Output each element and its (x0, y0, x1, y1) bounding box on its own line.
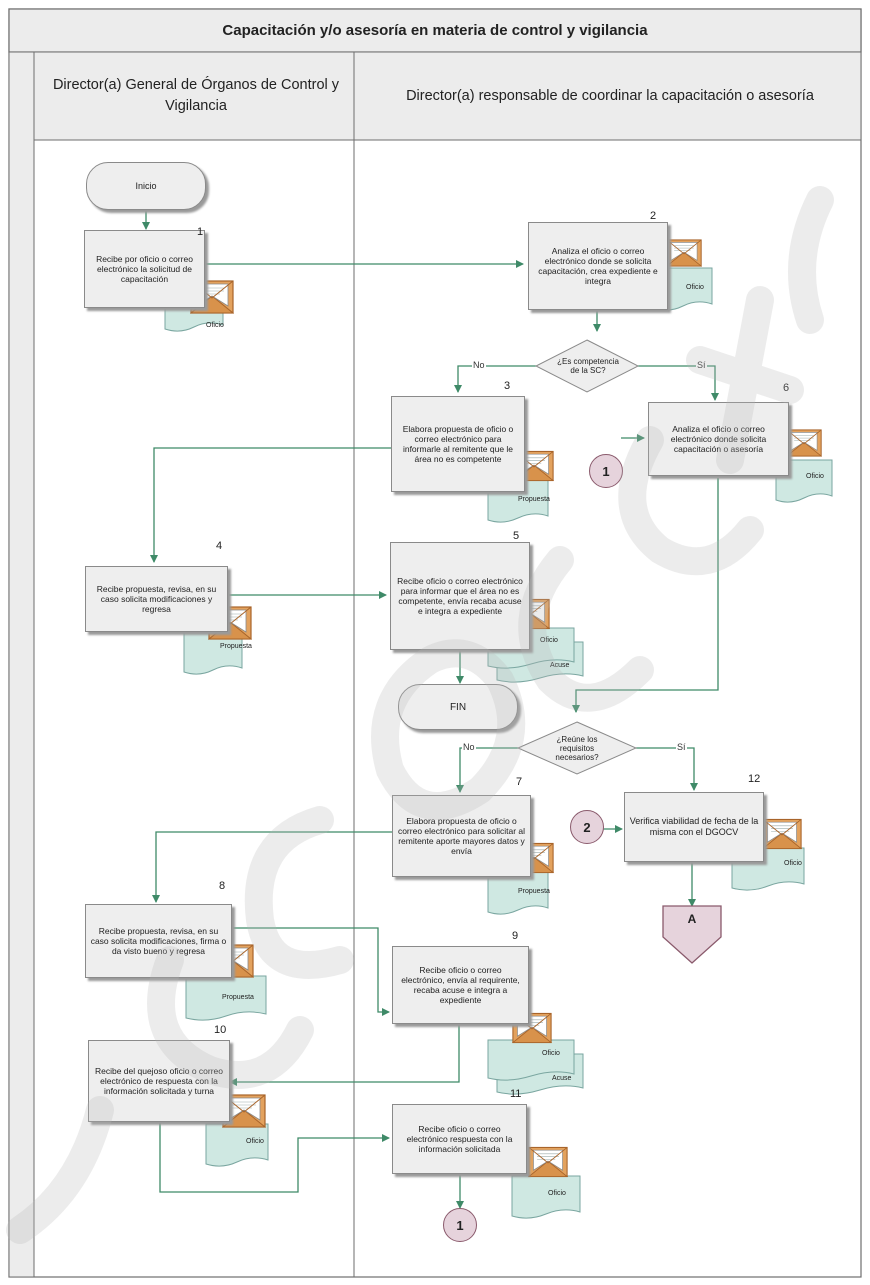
doc-label-10: Oficio (246, 1138, 264, 1145)
doc-label-1: Oficio (206, 322, 224, 329)
step-6-box: Analiza el oficio o correo electrónico d… (648, 402, 789, 476)
step-9-box: Recibe oficio o correo electrónico, enví… (392, 946, 529, 1024)
decision-1-no-label: No (472, 360, 486, 370)
offpage-connector-label: A (687, 912, 697, 926)
doc-label-5-acuse: Acuse (550, 662, 570, 669)
step-2-box: Analiza el oficio o correo electrónico d… (528, 222, 668, 310)
end-terminator: FIN (398, 684, 518, 730)
step-11-number: 11 (510, 1088, 522, 1100)
step-1-number: 1 (197, 226, 204, 238)
document-oficio-10 (205, 1094, 269, 1167)
start-terminator: Inicio (86, 162, 206, 210)
step-1-box: Recibe por oficio o correo electrónico l… (84, 230, 205, 308)
decision-1-yes-label: Sí (696, 360, 707, 370)
step-4-number: 4 (216, 540, 223, 552)
step-9-number: 9 (512, 930, 519, 942)
decision-2-yes-label: Sí (676, 742, 687, 752)
document-oficio-6 (775, 429, 833, 503)
document-oficio-acuse-9 (487, 1012, 584, 1095)
decision-2-no-label: No (462, 742, 476, 752)
doc-label-7: Propuesta (518, 888, 550, 895)
step-6-number: 6 (783, 382, 790, 394)
step-12-number: 12 (748, 773, 761, 785)
doc-label-9-acuse: Acuse (552, 1075, 572, 1082)
connector-1-upper: 1 (589, 454, 623, 488)
step-10-box: Recibe del quejoso oficio o correo elect… (88, 1040, 230, 1122)
doc-label-4: Propuesta (220, 643, 252, 650)
step-10-number: 10 (214, 1024, 227, 1036)
doc-label-11: Oficio (548, 1190, 566, 1197)
doc-label-12: Oficio (784, 860, 802, 867)
doc-label-6: Oficio (806, 473, 824, 480)
step-3-box: Elabora propuesta de oficio o correo ele… (391, 396, 525, 492)
step-11-box: Recibe oficio o correo electrónico respu… (392, 1104, 527, 1174)
step-7-box: Elabora propuesta de oficio o correo ele… (392, 795, 531, 877)
offpage-connector-shape (662, 905, 722, 964)
step-5-box: Recibe oficio o correo electrónico para … (390, 542, 530, 650)
lane-header-dgocv: Director(a) General de Órganos de Contro… (52, 77, 340, 114)
document-propuesta-8 (185, 944, 267, 1021)
step-4-box: Recibe propuesta, revisa, en su caso sol… (85, 566, 228, 632)
doc-label-8: Propuesta (222, 994, 254, 1001)
doc-label-3: Propuesta (518, 496, 550, 503)
diagram-title: Capacitación y/o asesoría en materia de … (222, 22, 648, 39)
connector-2: 2 (570, 810, 604, 844)
lane-header-director: Director(a) responsable de coordinar la … (406, 87, 814, 104)
doc-label-5-oficio: Oficio (540, 637, 558, 644)
document-oficio-11 (511, 1146, 581, 1219)
step-7-number: 7 (516, 776, 523, 788)
document-propuesta-7 (487, 842, 554, 915)
step-8-box: Recibe propuesta, revisa, en su caso sol… (85, 904, 232, 978)
decision-diamond-1 (534, 339, 640, 393)
step-8-number: 8 (219, 880, 226, 892)
step-2-number: 2 (650, 210, 657, 222)
connector-1-lower: 1 (443, 1208, 477, 1242)
decision-diamond-2 (516, 721, 638, 775)
step-12-box: Verifica viabilidad de fecha de la misma… (624, 792, 764, 862)
step-3-number: 3 (504, 380, 511, 392)
step-5-number: 5 (513, 530, 520, 542)
decision-1-text: ¿Es competencia de la SC? (557, 357, 619, 375)
doc-label-9-oficio: Oficio (542, 1050, 560, 1057)
decision-2-text: ¿Reúne los requisitos necesarios? (555, 734, 599, 762)
document-propuesta-4 (183, 606, 252, 675)
doc-label-2: Oficio (686, 284, 704, 291)
